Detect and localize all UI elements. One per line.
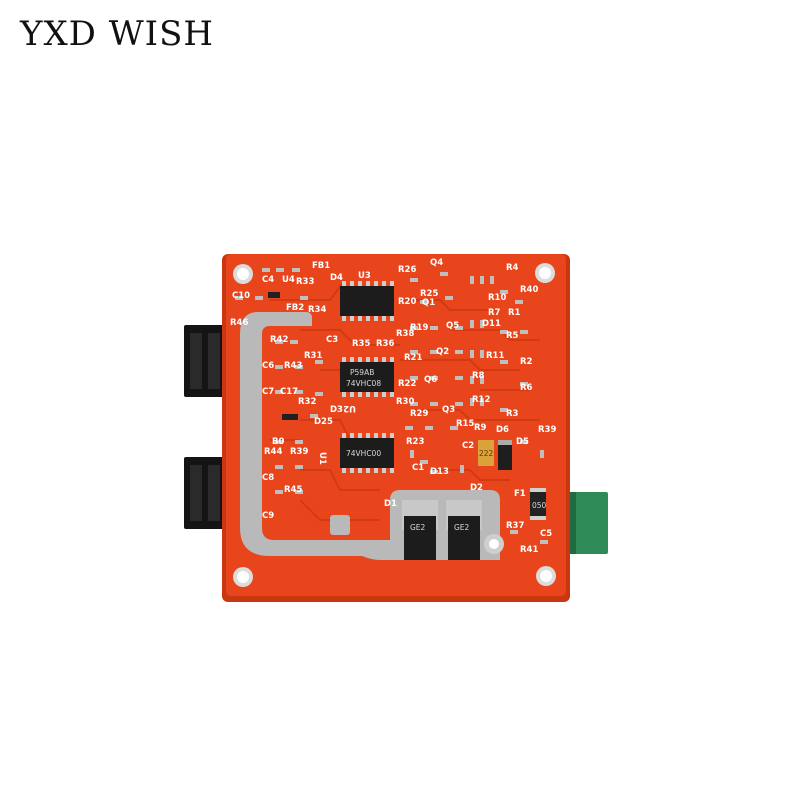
label-q1: Q1 — [422, 298, 435, 308]
chip-marking-u2-line1: P59AB — [350, 368, 374, 377]
label-r26: R26 — [398, 265, 416, 275]
label-c4: C4 — [262, 275, 274, 285]
label-r6: R6 — [520, 383, 533, 393]
label-r39: R39 — [290, 447, 308, 457]
label-r2: R2 — [520, 357, 533, 367]
label-r39b: R39 — [538, 425, 556, 435]
label-r41: R41 — [520, 545, 538, 555]
label-r34: R34 — [308, 305, 326, 315]
label-d13: D13 — [430, 467, 449, 477]
diode-d2: GE2 — [446, 500, 482, 560]
mounting-holes — [233, 263, 556, 587]
label-q6: Q6 — [424, 375, 437, 385]
label-r7: R7 — [488, 308, 501, 318]
left-connector-top — [184, 325, 228, 397]
label-r21: R21 — [404, 353, 422, 363]
label-c7: C7 — [262, 387, 274, 397]
label-d6: D6 — [496, 425, 509, 435]
label-u4: U4 — [282, 275, 295, 285]
right-green-tab — [566, 492, 608, 554]
label-r4: R4 — [506, 263, 519, 273]
label-r46: R46 — [230, 318, 248, 328]
watermark-text: YXD WISH — [20, 14, 215, 54]
label-c8: C8 — [262, 473, 274, 483]
label-r40: R40 — [520, 285, 538, 295]
label-d1: D1 — [384, 499, 397, 509]
label-r35: R35 — [352, 339, 370, 349]
label-d5: D5 — [516, 437, 529, 447]
label-r44: R44 — [264, 447, 282, 457]
label-r25: R25 — [420, 289, 438, 299]
label-r43: R43 — [284, 361, 302, 371]
label-u2: U2 — [343, 403, 356, 413]
label-c3: C3 — [326, 335, 338, 345]
label-r38: R38 — [396, 329, 414, 339]
label-u1: U1 — [317, 452, 327, 465]
label-r12: R12 — [472, 395, 490, 405]
label-r23: R23 — [406, 437, 424, 447]
label-q5: Q5 — [446, 321, 459, 331]
label-r8: R8 — [472, 371, 485, 381]
label-r31: R31 — [304, 351, 322, 361]
fuse-f1: 050 — [530, 488, 547, 520]
label-r36: R36 — [376, 339, 394, 349]
label-d25: D25 — [314, 417, 333, 427]
chip-marking-u2-line2: 74VHC08 — [346, 379, 381, 388]
label-fb2: FB2 — [286, 303, 304, 313]
label-fb1: FB1 — [312, 261, 330, 271]
label-c10: C10 — [232, 291, 250, 301]
left-connector-bottom — [184, 457, 228, 529]
label-r1: R1 — [508, 308, 521, 318]
diode-d2-mark: GE2 — [454, 523, 470, 532]
label-d2: D2 — [470, 483, 483, 493]
smd-components — [235, 268, 548, 544]
label-r29: R29 — [410, 409, 428, 419]
electrolytic-pad — [484, 534, 504, 554]
label-r3: R3 — [506, 409, 519, 419]
label-c17: C17 — [280, 387, 298, 397]
label-c1: C1 — [412, 463, 424, 473]
tantalum-cap: 222 — [478, 440, 494, 466]
ic-u2: P59AB 74VHC08 — [340, 357, 394, 397]
label-d3: D3 — [330, 405, 343, 415]
label-r19: R19 — [410, 323, 428, 333]
copper-pour-ground — [240, 312, 500, 560]
label-r30: R30 — [396, 397, 414, 407]
label-q4: Q4 — [430, 258, 443, 268]
fuse-mark: 050 — [532, 501, 547, 510]
label-r20: R20 — [398, 297, 416, 307]
label-u3: U3 — [358, 271, 371, 281]
label-r15: R15 — [456, 419, 474, 429]
label-b0: B0 — [272, 437, 284, 447]
label-f1: F1 — [514, 489, 526, 499]
label-r5: R5 — [506, 331, 519, 341]
chip-marking-u1: 74VHC00 — [346, 449, 381, 458]
cap-mark: 222 — [479, 449, 494, 458]
label-c5: C5 — [540, 529, 552, 539]
label-r10: R10 — [488, 293, 506, 303]
label-d4: D4 — [330, 273, 343, 283]
diode-d1: GE2 — [402, 500, 438, 560]
diode-d1-mark: GE2 — [410, 523, 426, 532]
label-d11: D11 — [482, 319, 501, 329]
label-r37: R37 — [506, 521, 524, 531]
label-r42: R42 — [270, 335, 288, 345]
label-q2: Q2 — [436, 347, 449, 357]
label-r45: R45 — [284, 485, 302, 495]
label-r22: R22 — [398, 379, 416, 389]
label-r33: R33 — [296, 277, 314, 287]
ic-u3 — [340, 281, 394, 321]
ic-u1: 74VHC00 — [340, 433, 394, 473]
diode-d6 — [498, 440, 512, 470]
label-r32: R32 — [298, 397, 316, 407]
label-c2: C2 — [462, 441, 474, 451]
label-r11: R11 — [486, 351, 504, 361]
label-c6: C6 — [262, 361, 274, 371]
label-q3: Q3 — [442, 405, 455, 415]
label-r9: R9 — [474, 423, 487, 433]
label-c9: C9 — [262, 511, 274, 521]
silkscreen-labels: C4 U4 FB1 D4 U3 R26 Q4 R4 C10 R33 FB2 R3… — [230, 258, 556, 555]
